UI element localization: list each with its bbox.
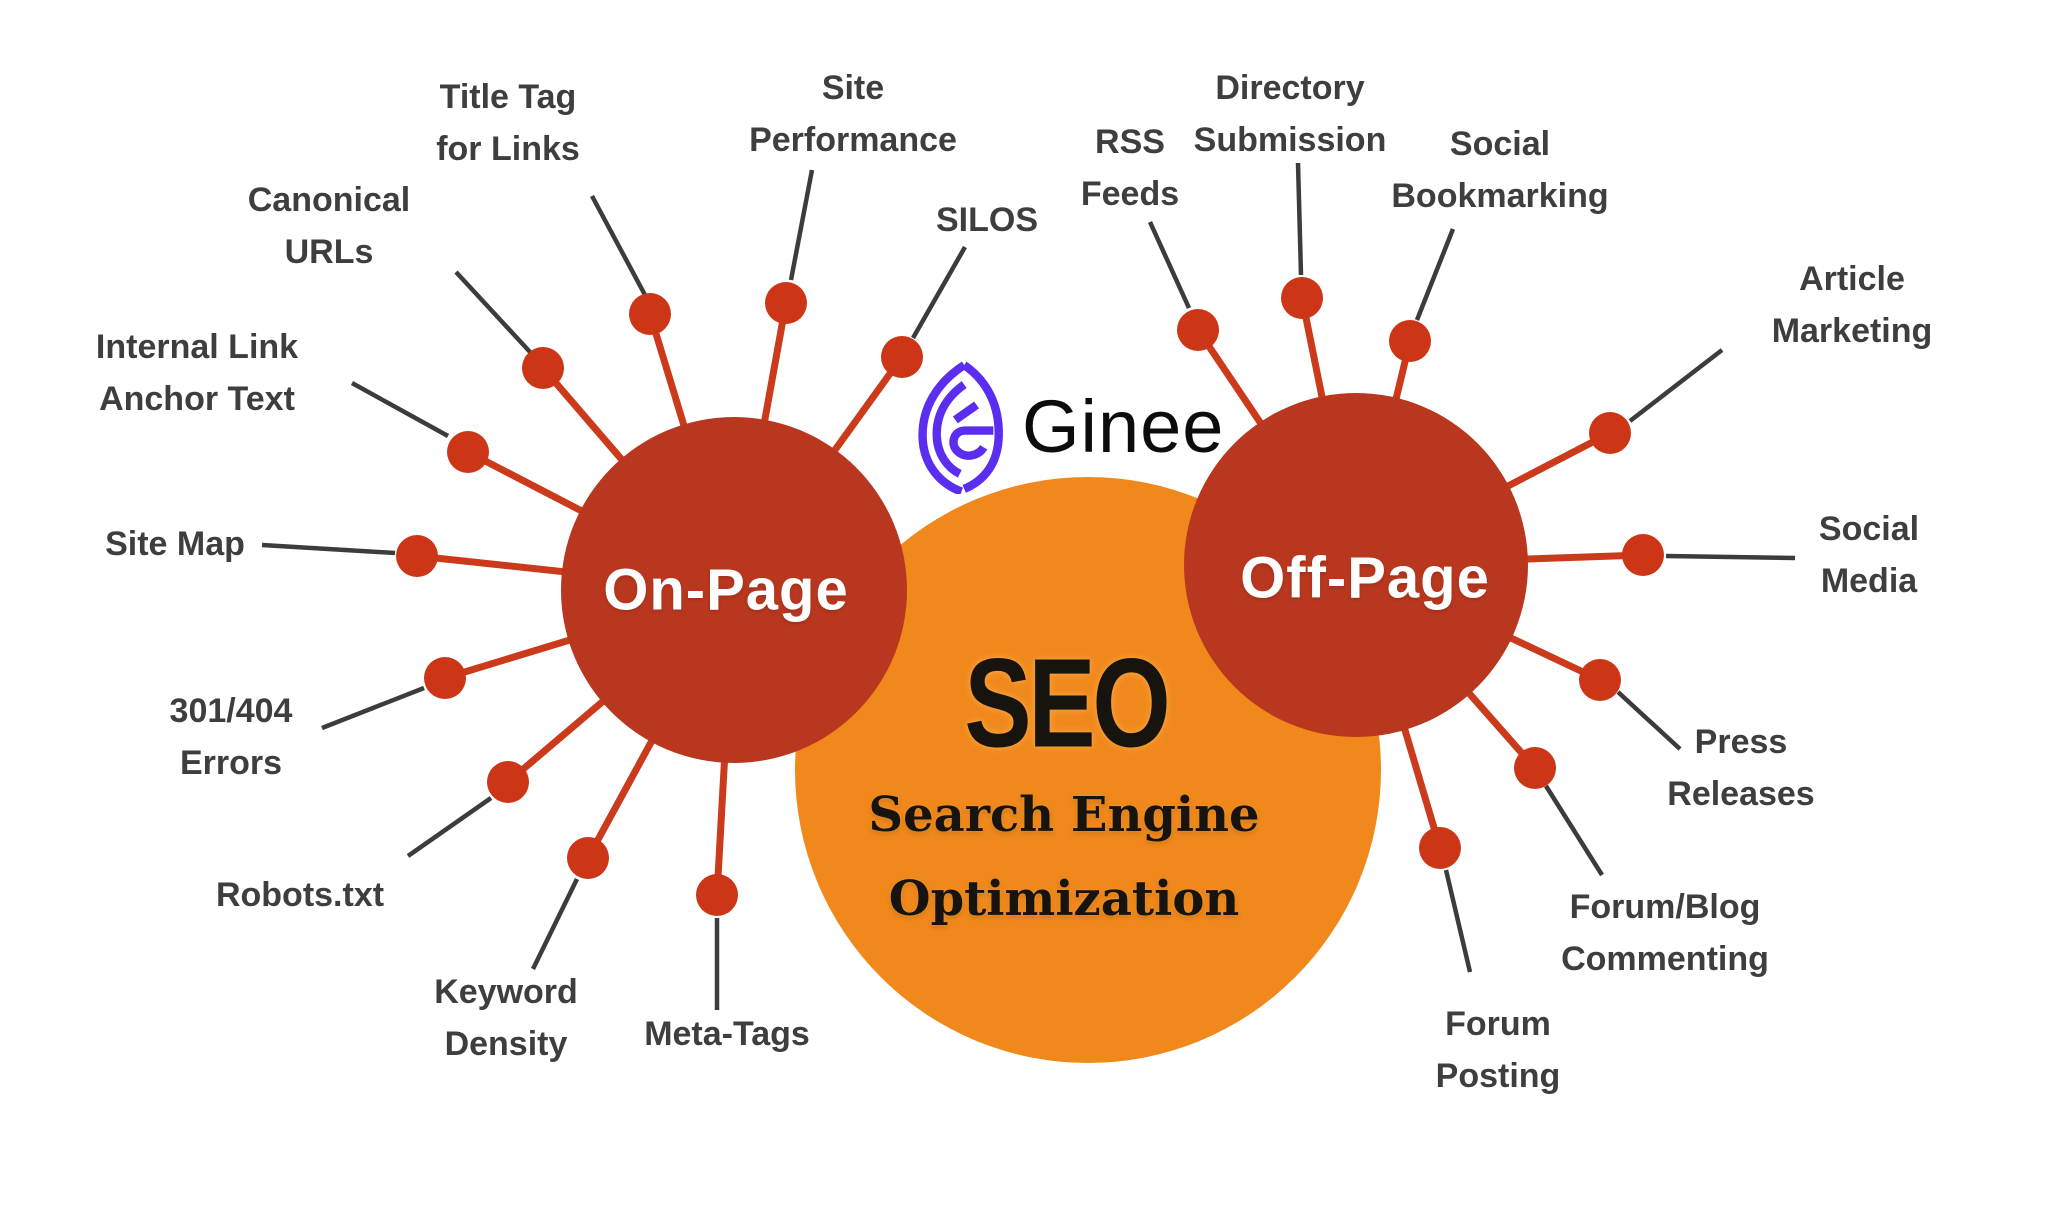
node-label-forum-blog-commenting: Forum/Blog Commenting: [1561, 888, 1769, 978]
node-label-silos: SILOS: [935, 201, 1039, 239]
node-label-keyword-density: Keyword Density: [434, 973, 578, 1063]
ginee-logo-icon: [918, 361, 1003, 494]
node-label-site-performance: Site Performance: [749, 69, 957, 159]
node-label-rss-feeds: RSS Feeds: [1080, 123, 1180, 213]
node-dot-301-404-errors: [424, 657, 466, 699]
seo-acronym: SEO: [964, 632, 1170, 774]
node-label-canonical-urls: Canonical URLs: [247, 181, 411, 271]
node-dot-meta-tags: [696, 874, 738, 916]
label-connectors: [261, 162, 1796, 1010]
offpage-hub-title: Off-Page: [1240, 545, 1490, 611]
node-dot-rss-feeds: [1177, 309, 1219, 351]
offpage-hub-circle: [1184, 393, 1528, 737]
brand-name: Ginee: [1022, 385, 1225, 468]
node-label-social-bookmarking: Social Bookmarking: [1391, 125, 1609, 215]
node-dot-title-tag: [629, 293, 671, 335]
node-dot-forum-posting: [1419, 827, 1461, 869]
node-label-robots-txt: Robots.txt: [215, 876, 385, 914]
node-dot-silos: [881, 336, 923, 378]
node-dot-site-performance: [765, 282, 807, 324]
node-dot-press-releases: [1579, 659, 1621, 701]
node-dot-social-bookmarking: [1389, 320, 1431, 362]
node-dot-directory-submission: [1281, 277, 1323, 319]
node-dot-keyword-density: [567, 837, 609, 879]
node-dot-social-media: [1622, 534, 1664, 576]
node-label-301-404-errors: 301/404 Errors: [169, 692, 293, 782]
onpage-hub-circle: [561, 417, 907, 763]
node-label-forum-posting: Forum Posting: [1435, 1005, 1561, 1095]
node-dot-site-map: [396, 535, 438, 577]
onpage-hub-title: On-Page: [603, 557, 849, 623]
node-label-meta-tags: Meta-Tags: [644, 1015, 810, 1053]
node-label-social-media: Social Media: [1818, 510, 1920, 600]
seo-subtitle: Search Engine Optimization: [868, 787, 1260, 927]
node-dot-canonical-urls: [522, 347, 564, 389]
node-dot-article-marketing: [1589, 412, 1631, 454]
brand-logo: Ginee: [912, 360, 1224, 494]
offpage-node-dots: [1177, 277, 1664, 869]
node-label-directory-submission: Directory Submission: [1193, 69, 1387, 159]
node-label-article-marketing: Article Marketing: [1771, 260, 1933, 350]
node-dot-forum-blog: [1514, 747, 1556, 789]
node-dot-internal-link: [447, 431, 489, 473]
node-dot-robots-txt: [487, 761, 529, 803]
node-label-title-tag: Title Tag for Links: [436, 78, 580, 168]
node-label-press-releases: Press Releases: [1667, 723, 1815, 813]
node-label-internal-link: Internal Link Anchor Text: [95, 328, 299, 418]
onpage-node-dots: [396, 282, 923, 916]
node-label-site-map: Site Map: [105, 525, 245, 563]
